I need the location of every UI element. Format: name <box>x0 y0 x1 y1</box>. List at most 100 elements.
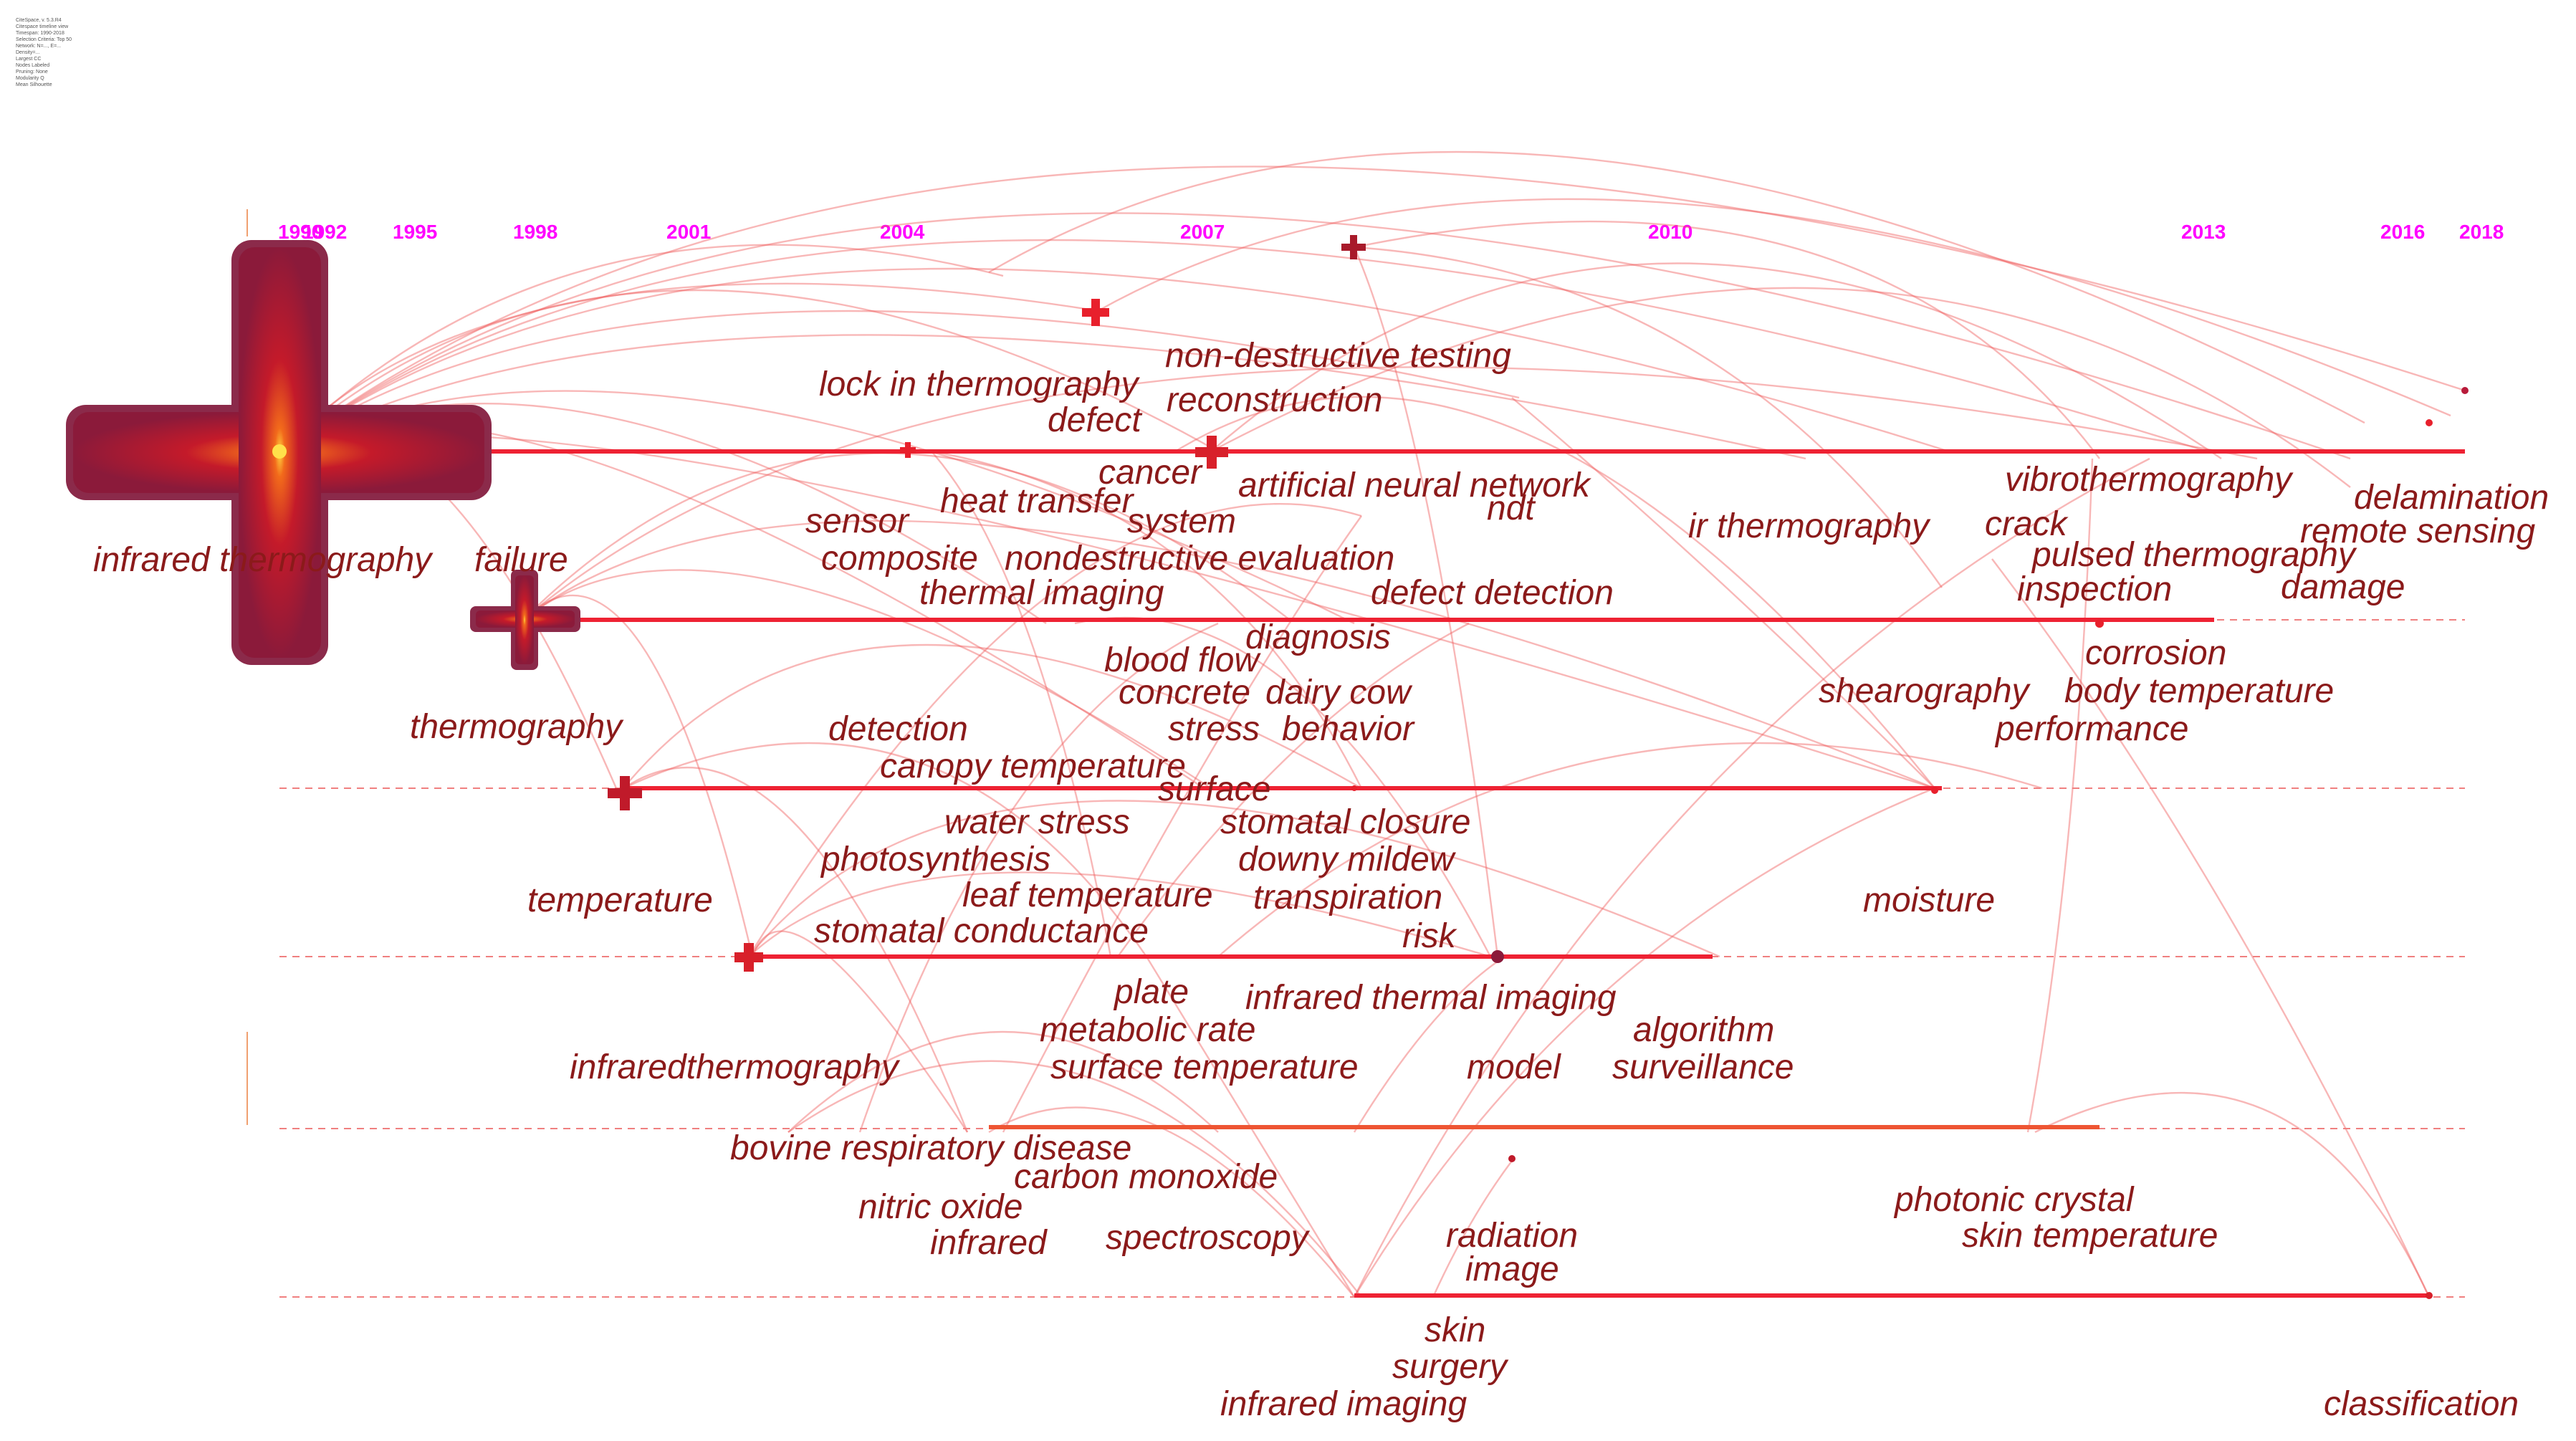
label-ndt[interactable]: ndt <box>1487 489 1536 527</box>
label-algorithm[interactable]: algorithm <box>1633 1011 1774 1049</box>
label-stomatal-conductance[interactable]: stomatal conductance <box>814 912 1149 950</box>
label-metabolic-rate[interactable]: metabolic rate <box>1040 1011 1255 1049</box>
label-defect[interactable]: defect <box>1048 401 1142 439</box>
label-surface[interactable]: surface <box>1158 770 1270 808</box>
node-moisture[interactable] <box>1931 787 1938 794</box>
label-inspection[interactable]: inspection <box>2017 570 2172 608</box>
label-non-destructive-testing[interactable]: non-destructive testing <box>1165 337 1511 375</box>
label-carbon-monoxide[interactable]: carbon monoxide <box>1014 1158 1278 1196</box>
label-skin[interactable]: skin <box>1425 1311 1485 1349</box>
year-axis: 1990 1992 1995 1998 2001 2004 2007 2010 … <box>246 209 2504 1125</box>
label-concrete[interactable]: concrete <box>1119 674 1250 712</box>
label-ir-thermography[interactable]: ir thermography <box>1688 507 1931 545</box>
label-thermal-imaging[interactable]: thermal imaging <box>919 574 1164 612</box>
label-vibrothermography[interactable]: vibrothermography <box>2005 461 2294 499</box>
info-block: CiteSpace, v. 5.3.R4 Citespace timeline … <box>16 18 72 87</box>
label-damage[interactable]: damage <box>2281 568 2405 606</box>
label-pulsed-thermography[interactable]: pulsed thermography <box>2031 536 2357 574</box>
label-spectroscopy[interactable]: spectroscopy <box>1106 1219 1311 1257</box>
label-risk[interactable]: risk <box>1402 917 1458 955</box>
label-photosynthesis[interactable]: photosynthesis <box>820 841 1050 879</box>
label-infrared-thermography[interactable]: infrared thermography <box>93 541 434 579</box>
label-sensor[interactable]: sensor <box>805 502 910 540</box>
label-bovine-respiratory-disease[interactable]: bovine respiratory disease <box>730 1129 1131 1167</box>
year-label: 2016 <box>2380 221 2425 243</box>
info-line: Network: N=..., E=... <box>16 44 61 49</box>
node-infrared-thermography[interactable] <box>66 240 492 665</box>
label-surface-temperature[interactable]: surface temperature <box>1050 1048 1359 1086</box>
label-surveillance[interactable]: surveillance <box>1612 1048 1794 1086</box>
citation-links <box>279 150 2466 1298</box>
node-risk[interactable] <box>1491 950 1504 963</box>
label-composite[interactable]: composite <box>821 540 978 578</box>
node-non-destructive-testing[interactable] <box>1341 235 1366 259</box>
label-skin-temperature[interactable]: skin temperature <box>1962 1217 2218 1255</box>
label-blood-flow[interactable]: blood flow <box>1104 641 1261 679</box>
label-infraredthermography[interactable]: infraredthermography <box>570 1048 901 1086</box>
label-surgery[interactable]: surgery <box>1392 1348 1509 1386</box>
year-label: 2013 <box>2181 221 2226 243</box>
info-line: Density=... <box>16 50 39 55</box>
label-plate[interactable]: plate <box>1113 973 1189 1011</box>
node-remote-sensing[interactable] <box>2426 419 2433 426</box>
node-classification[interactable] <box>2426 1292 2433 1299</box>
label-downy-mildew[interactable]: downy mildew <box>1238 841 1457 879</box>
label-corrosion[interactable]: corrosion <box>2085 634 2226 672</box>
label-lock-in-thermography[interactable]: lock in thermography <box>819 365 1141 403</box>
label-remote-sensing[interactable]: remote sensing <box>2300 512 2535 550</box>
label-nondestructive-evaluation[interactable]: nondestructive evaluation <box>1005 540 1394 578</box>
node-delamination[interactable] <box>2461 387 2469 394</box>
label-cancer[interactable]: cancer <box>1098 454 1203 492</box>
info-line: Modularity Q <box>16 76 44 81</box>
year-label: 2001 <box>666 221 711 243</box>
year-label: 1992 <box>302 221 347 243</box>
label-stress[interactable]: stress <box>1168 710 1260 748</box>
node-corrosion[interactable] <box>2095 619 2104 628</box>
node-failure[interactable] <box>470 570 580 670</box>
label-canopy-temperature[interactable]: canopy temperature <box>880 747 1186 785</box>
label-defect-detection[interactable]: defect detection <box>1371 574 1614 612</box>
label-infrared-thermal-imaging[interactable]: infrared thermal imaging <box>1245 979 1617 1017</box>
label-shearography[interactable]: shearography <box>1819 672 2031 710</box>
label-reconstruction[interactable]: reconstruction <box>1167 381 1382 419</box>
node-thermography[interactable] <box>608 776 642 810</box>
label-behavior[interactable]: behavior <box>1282 710 1415 748</box>
info-line: Mean Silhouette <box>16 82 52 87</box>
label-diagnosis[interactable]: diagnosis <box>1245 618 1391 656</box>
label-dairy-cow[interactable]: dairy cow <box>1265 674 1413 712</box>
node-lock-in-thermography[interactable] <box>1082 299 1109 326</box>
label-system[interactable]: system <box>1127 502 1236 540</box>
label-photonic-crystal[interactable]: photonic crystal <box>1893 1181 2135 1219</box>
label-stomatal-closure[interactable]: stomatal closure <box>1220 803 1470 841</box>
label-body-temperature[interactable]: body temperature <box>2064 672 2334 710</box>
label-thermography[interactable]: thermography <box>410 708 624 746</box>
label-performance[interactable]: performance <box>1994 710 2188 748</box>
label-moisture[interactable]: moisture <box>1863 881 1995 919</box>
label-heat-transfer[interactable]: heat transfer <box>940 482 1135 520</box>
label-transpiration[interactable]: transpiration <box>1253 879 1442 916</box>
label-leaf-temperature[interactable]: leaf temperature <box>962 876 1213 914</box>
label-detection[interactable]: detection <box>828 710 968 748</box>
label-nitric-oxide[interactable]: nitric oxide <box>858 1188 1023 1226</box>
label-artificial-neural-network[interactable]: artificial neural network <box>1238 466 1592 504</box>
label-image[interactable]: image <box>1465 1250 1559 1288</box>
label-infrared[interactable]: infrared <box>930 1224 1048 1262</box>
label-radiation[interactable]: radiation <box>1446 1217 1578 1255</box>
label-infrared-imaging[interactable]: infrared imaging <box>1220 1385 1467 1423</box>
label-model[interactable]: model <box>1467 1048 1561 1086</box>
node-heat-transfer[interactable] <box>900 442 916 458</box>
info-line: Timespan: 1990-2018 <box>16 31 64 36</box>
year-label: 1995 <box>393 221 437 243</box>
label-failure[interactable]: failure <box>474 541 568 579</box>
node-cancer[interactable] <box>1195 436 1228 469</box>
label-crack[interactable]: crack <box>1985 505 2069 543</box>
keyword-labels: infrared thermography failure thermograp… <box>93 337 2549 1423</box>
node-stress[interactable] <box>1351 785 1357 791</box>
label-delamination[interactable]: delamination <box>2354 479 2549 517</box>
node-temperature[interactable] <box>734 943 763 972</box>
label-water-stress[interactable]: water stress <box>944 803 1130 841</box>
label-temperature[interactable]: temperature <box>527 881 713 919</box>
node-image[interactable] <box>1508 1155 1516 1162</box>
label-classification[interactable]: classification <box>2324 1385 2519 1423</box>
